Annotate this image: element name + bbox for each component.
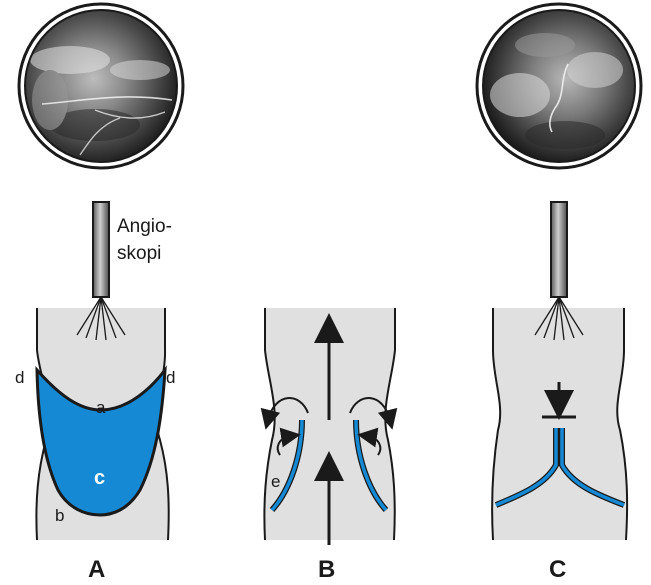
panel-label-c: C xyxy=(549,556,566,583)
panel-c: C xyxy=(477,4,641,583)
angioscope-shaft-c xyxy=(551,202,567,297)
angioscope-shaft-a xyxy=(93,202,109,297)
angioscope-label-line1: Angio- xyxy=(117,216,172,237)
label-e: e xyxy=(271,472,280,491)
vessel-c xyxy=(492,308,627,540)
panel-a: a b c d d A xyxy=(15,4,183,583)
label-d-right: d xyxy=(166,368,175,387)
label-c: c xyxy=(94,467,105,489)
label-a: a xyxy=(96,398,106,417)
panel-b: e B xyxy=(264,308,395,583)
angioscope-view-a xyxy=(19,4,183,168)
label-b: b xyxy=(55,506,64,525)
angioscope-view-c xyxy=(477,4,641,168)
panel-label-a: A xyxy=(88,556,105,583)
panel-label-b: B xyxy=(318,556,335,583)
angioscope-label-line2: skopi xyxy=(117,243,161,264)
label-d-left: d xyxy=(15,368,24,387)
